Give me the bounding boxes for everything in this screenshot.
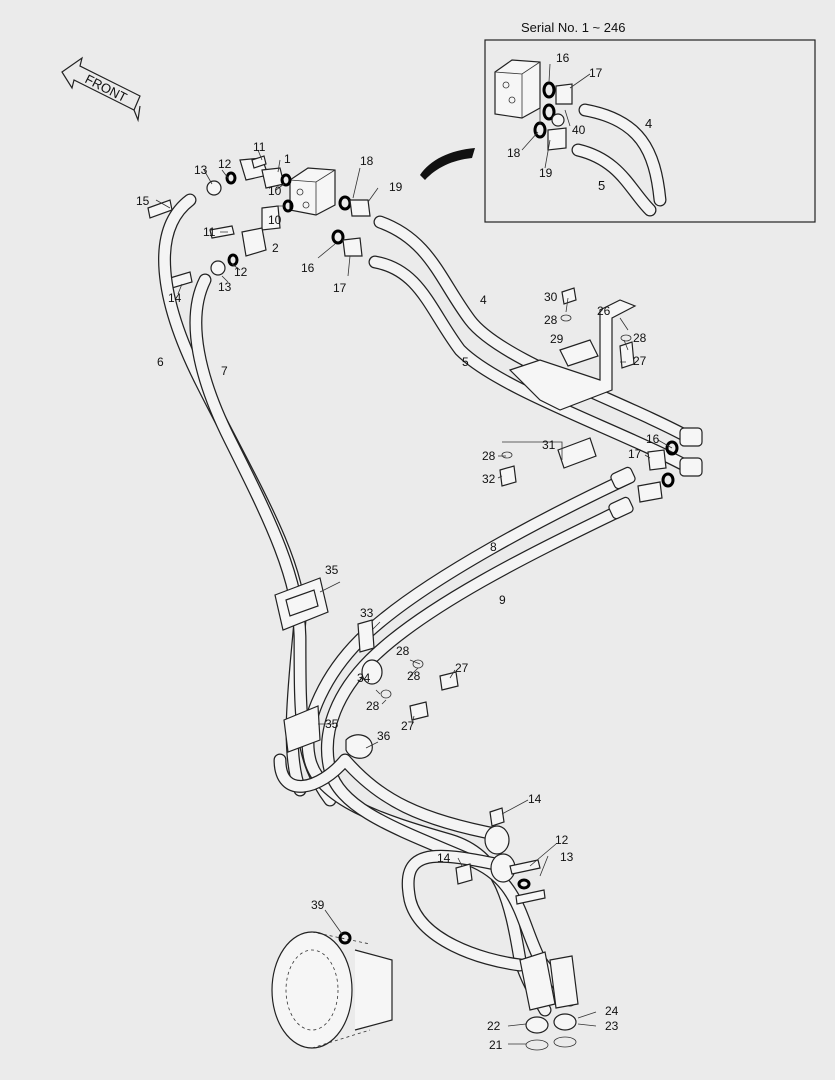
inset-title: Serial No. 1 ~ 246 (521, 20, 625, 35)
callout: 28 (396, 644, 410, 658)
callout: 10 (268, 213, 282, 227)
callout: 15 (136, 194, 150, 208)
clamp-35 (274, 577, 329, 753)
callout: 26 (597, 304, 611, 318)
callout: 32 (482, 472, 496, 486)
callout: 17 (589, 66, 603, 80)
callout: 9 (499, 593, 506, 607)
callout: 14 (437, 851, 451, 865)
callout: 7 (221, 364, 228, 378)
callout: 4 (645, 116, 652, 131)
callout: 28 (482, 449, 496, 463)
callouts: 1 2 4 5 6 7 8 9 10 10 11 11 12 12 12 13 … (136, 51, 660, 1052)
callout: 16 (556, 51, 570, 65)
callout: 16 (646, 432, 660, 446)
callout: 13 (560, 850, 574, 864)
hose-6-7 (158, 193, 337, 807)
callout: 18 (360, 154, 374, 168)
callout: 27 (633, 354, 647, 368)
callout: 13 (218, 280, 232, 294)
callout: 28 (366, 699, 380, 713)
callout: 4 (480, 293, 487, 307)
callout: 28 (544, 313, 558, 327)
callout: 12 (218, 157, 232, 171)
inset-pointer (420, 148, 475, 180)
callout: 19 (389, 180, 403, 194)
lower-hoses (273, 753, 527, 972)
callout: 16 (301, 261, 315, 275)
leader-lines (155, 63, 673, 1045)
callout: 30 (544, 290, 558, 304)
callout: 12 (234, 265, 248, 279)
callout: 22 (487, 1019, 501, 1033)
callout: 35 (325, 717, 339, 731)
callout: 21 (489, 1038, 503, 1052)
callout: 6 (157, 355, 164, 369)
callout: 13 (194, 163, 208, 177)
front-arrow: FRONT (61, 56, 141, 123)
callout: 31 (542, 438, 556, 452)
callout: 27 (401, 719, 415, 733)
callout: 40 (572, 123, 586, 137)
callout: 5 (462, 355, 469, 369)
callout: 14 (528, 792, 542, 806)
right-fittings (637, 440, 679, 503)
callout: 33 (360, 606, 374, 620)
bracket-26 (499, 287, 637, 487)
callout: 11 (203, 225, 216, 239)
callout: 14 (168, 291, 182, 305)
callout: 34 (357, 671, 371, 685)
hose-4-5 (368, 215, 703, 477)
pump-motor (271, 931, 393, 1049)
callout: 39 (311, 898, 325, 912)
callout: 24 (605, 1004, 619, 1018)
callout: 8 (490, 540, 497, 554)
flange-fittings (147, 155, 294, 289)
serial-inset: Serial No. 1 ~ 246 (484, 20, 816, 223)
callout: 12 (555, 833, 569, 847)
callout: 29 (550, 332, 564, 346)
callout: 17 (333, 281, 347, 295)
callout: 36 (377, 729, 391, 743)
callout: 19 (539, 166, 553, 180)
callout: 17 (628, 447, 642, 461)
callout: 5 (598, 178, 605, 193)
callout: 11 (253, 140, 266, 154)
callout: 10 (268, 184, 282, 198)
callout: 23 (605, 1019, 619, 1033)
front-label: FRONT (83, 71, 130, 105)
clamp-33-34-36 (345, 619, 459, 759)
callout: 28 (633, 331, 647, 345)
callout: 1 (284, 152, 291, 166)
callout: 35 (325, 563, 339, 577)
callout: 18 (507, 146, 521, 160)
callout: 28 (407, 669, 421, 683)
valve-block (289, 167, 371, 257)
callout: 2 (272, 241, 279, 255)
callout: 27 (455, 661, 469, 675)
right-small-fittings (455, 807, 546, 905)
bottom-fittings (519, 951, 579, 1051)
